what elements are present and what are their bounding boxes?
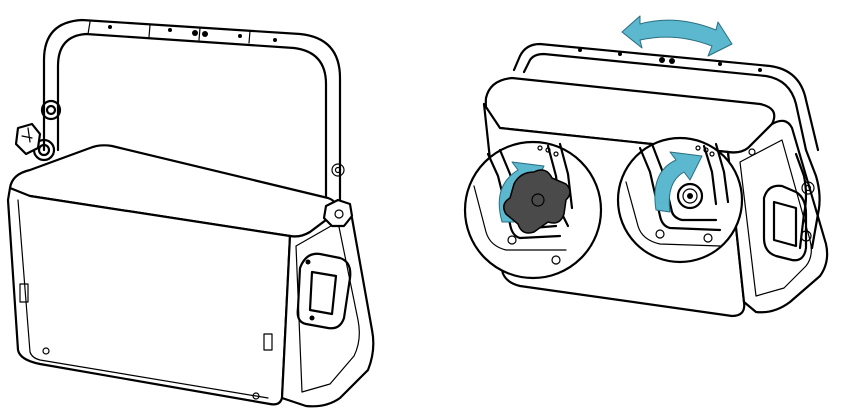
right-yoke-bracket <box>512 42 820 152</box>
right-speaker-assembly <box>463 15 829 318</box>
detail-circle-knob <box>463 140 603 280</box>
tilt-arrow-icon <box>621 15 733 57</box>
left-speaker-cabinet <box>6 144 375 408</box>
left-yoke-bracket <box>32 18 345 202</box>
left-speaker-assembly <box>6 18 375 408</box>
rotate-arrow-icon <box>654 151 703 213</box>
left-star-knob-icon <box>14 122 42 156</box>
star-knob-icon <box>503 169 571 234</box>
left-side-star-knob-icon <box>322 198 354 228</box>
detail-circle-rosette <box>616 136 744 264</box>
